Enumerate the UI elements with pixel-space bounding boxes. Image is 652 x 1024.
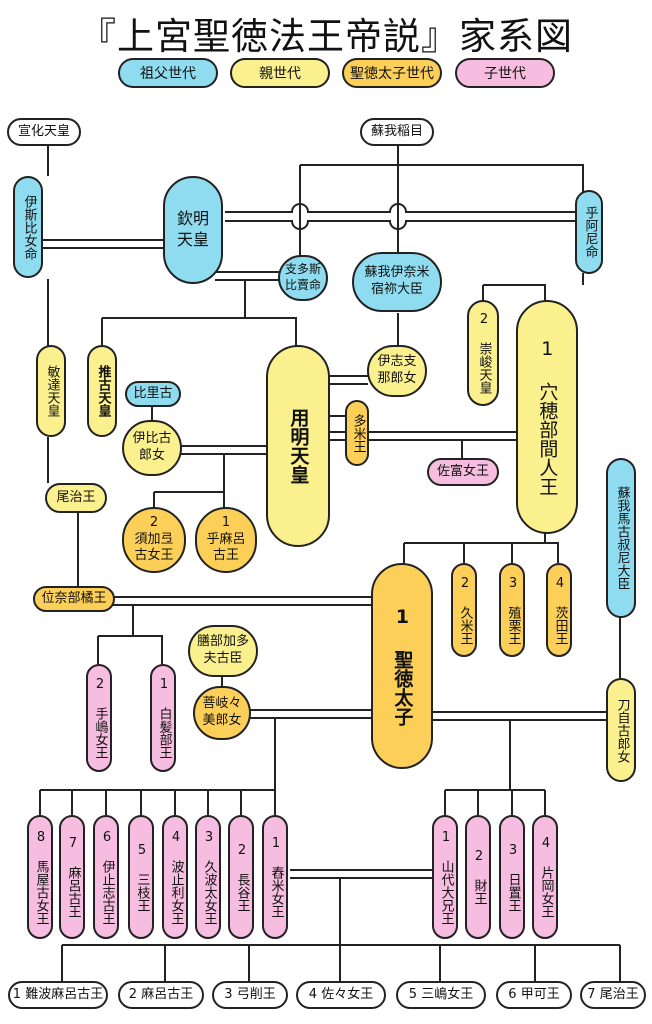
- tojiko-node: 刀自古郎女: [606, 678, 636, 782]
- g-kafuka-node: 6 甲可王: [496, 981, 572, 1009]
- c-yamashiro-node: 1 山代大兄王: [432, 815, 458, 939]
- hokikiku-node: 菩岐々 美郎女: [193, 686, 251, 740]
- legend-child: 子世代: [455, 58, 555, 88]
- c-kataoka-node: 4 片岡女王: [532, 815, 558, 939]
- g-sasa-node: 4 佐々女王: [296, 981, 386, 1009]
- soga-umako-node: 蘇我馬古叔尼大臣: [606, 458, 636, 618]
- c-kuhata-node: 3 久波太女王: [195, 815, 221, 939]
- kitashihime-node: 支多斯 比賣命: [278, 255, 328, 301]
- ishihime-node: 伊斯比女命: [13, 176, 43, 278]
- senka-node: 宣化天皇: [7, 118, 81, 146]
- satomi-node: 佐富女王: [427, 458, 499, 486]
- yomei-node: 用明天皇: [266, 345, 330, 547]
- bidatsu-node: 敏達天皇: [36, 345, 66, 437]
- sukate-node: 2 須加弖 古女王: [122, 507, 186, 573]
- ihiko-node: 伊比古 郎女: [122, 420, 182, 476]
- soga-ishikina-node: 蘇我伊奈米 宿祢大臣: [352, 252, 442, 312]
- inabe-node: 位奈部橘王: [33, 586, 115, 612]
- c-mieda-node: 5 三枝王: [128, 815, 154, 939]
- c-hasetsukabe-node: 2 長谷王: [228, 815, 254, 939]
- c-hioki-node: 3 日置王: [499, 815, 525, 939]
- c-haruyone-node: 1 舂米女王: [262, 815, 288, 939]
- legend-grandparent: 祖父世代: [118, 58, 218, 88]
- kinmei-node: 欽明 天皇: [163, 176, 223, 284]
- g-owari-node: 7 尾治王: [580, 981, 646, 1009]
- kume-node: 2 久米王: [451, 563, 477, 657]
- sushun-node: 2 崇峻天皇: [467, 300, 499, 406]
- ekuri-node: 3 殖栗王: [499, 563, 525, 657]
- c-maroko-node: 7 麻呂古王: [59, 815, 85, 939]
- mamuta-node: 4 茨田王: [546, 563, 572, 657]
- legend-parent: 親世代: [230, 58, 330, 88]
- g-naniwa-node: 1 難波麻呂古王: [8, 981, 108, 1009]
- ishikina-ira-node: 伊志支 那郎女: [367, 345, 427, 397]
- g-mishima-node: 5 三嶋女王: [396, 981, 486, 1009]
- c-umaya-node: 8 馬屋古女王: [27, 815, 53, 939]
- omaro-node: 1 乎麻呂 古王: [195, 507, 257, 573]
- page-title: 『上宮聖徳法王帝説』家系図: [79, 15, 573, 58]
- c-ishikoko-node: 6 伊止志古王: [93, 815, 119, 939]
- g-yugehe-node: 3 弓削王: [212, 981, 288, 1009]
- tejima-node: 2 手嶋女王: [86, 664, 112, 772]
- anahobe-node: 1 穴穂部間人王: [516, 300, 578, 534]
- c-hatorio-node: 4 波止利女王: [162, 815, 188, 939]
- c-takara-node: 2 財王: [465, 815, 491, 939]
- suiko-node: 推古天皇: [87, 345, 117, 437]
- owari-node: 尾治王: [45, 483, 107, 513]
- soga-iname-node: 蘇我稲目: [360, 118, 434, 146]
- kashiwade-node: 膳部加多 夫古臣: [188, 625, 258, 677]
- legend-shotoku: 聖徳太子世代: [342, 58, 442, 88]
- oane-node: 乎阿尼命: [575, 190, 603, 274]
- g-maroko-node: 2 麻呂古王: [118, 981, 204, 1009]
- hiriko-node: 比里古: [125, 381, 181, 407]
- taome-node: 多米王: [345, 400, 369, 466]
- shotoku-node: 1 聖徳太子: [371, 563, 433, 769]
- shiraka-node: 1 白髪部王: [150, 664, 176, 772]
